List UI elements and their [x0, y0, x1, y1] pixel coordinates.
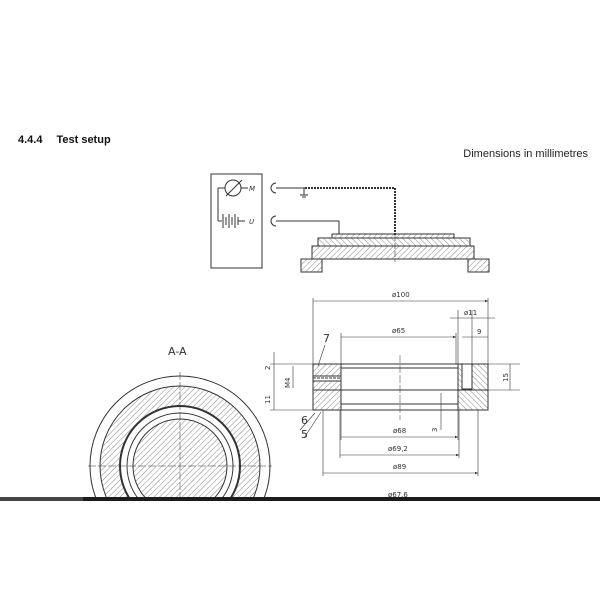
section-view-circles: [88, 372, 272, 497]
section-view-label: A-A: [168, 345, 187, 358]
dim-d65: ø65: [392, 327, 405, 335]
dim-d69-2: ø69,2: [388, 445, 408, 453]
callout-5: 5: [301, 428, 308, 441]
section-number: 4.4.4: [18, 134, 43, 146]
dimensions-note: Dimensions in millimetres: [463, 148, 588, 160]
shielded-cable: [305, 187, 396, 235]
electrical-schematic: [210, 173, 490, 273]
dim-h2: 2: [264, 366, 272, 370]
dim-d11: ø11: [464, 309, 477, 317]
dim-h11: 11: [264, 395, 272, 404]
ground-icon: [300, 188, 308, 198]
section-heading: 4.4.4 Test setup: [18, 134, 111, 146]
dim-w9: 9: [477, 328, 481, 336]
dim-d100: ø100: [392, 291, 410, 299]
ring-cross-section: [270, 298, 520, 476]
section-title: Test setup: [56, 134, 111, 146]
battery-icon: [218, 214, 245, 228]
base-plate: [311, 245, 475, 260]
divider-segment: [0, 497, 83, 501]
source-label: U: [249, 218, 254, 226]
socket-m-icon: [270, 182, 277, 194]
support-foot: [467, 258, 490, 273]
dim-d68: ø68: [393, 427, 406, 435]
callout-6: 6: [301, 414, 308, 427]
meter-label: M: [249, 185, 255, 193]
meter-icon: [224, 179, 242, 197]
socket-u-icon: [270, 215, 277, 227]
support-foot: [300, 258, 323, 273]
callout-7: 7: [323, 332, 330, 345]
dim-m4: M4: [284, 377, 292, 388]
instrument-box: [210, 173, 263, 269]
dim-d89: ø89: [393, 463, 406, 471]
dim-d67-6: ø67,6: [388, 491, 408, 499]
dim-h3: 3: [431, 428, 439, 432]
dim-h15: 15: [502, 373, 510, 382]
page-divider: [0, 497, 600, 501]
